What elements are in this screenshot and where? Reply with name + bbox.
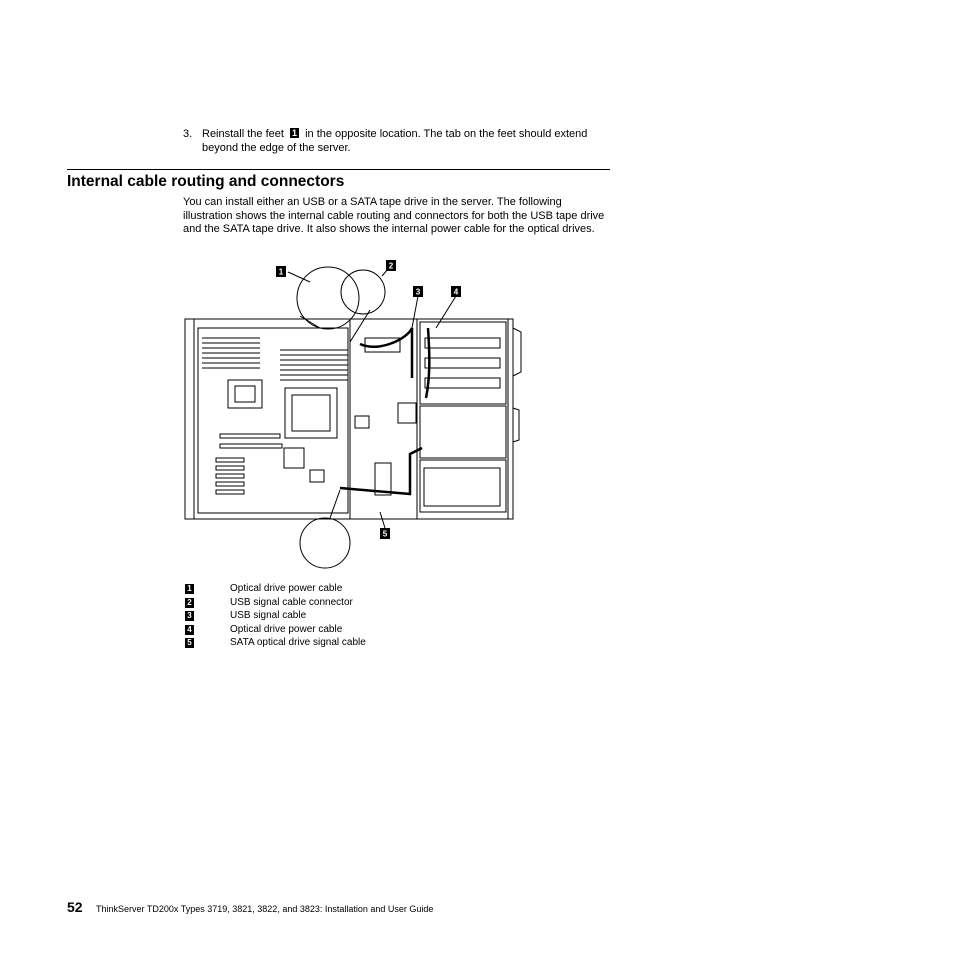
optical-power-cable	[424, 327, 431, 399]
legend-label: SATA optical drive signal cable	[230, 637, 366, 648]
cpu-socket-2	[284, 387, 338, 439]
page-footer: 52 ThinkServer TD200x Types 3719, 3821, …	[67, 899, 433, 917]
sata-signal-cable	[339, 446, 423, 496]
document-title: ThinkServer TD200x Types 3719, 3821, 382…	[96, 904, 434, 914]
motherboard	[197, 327, 349, 514]
chassis-outline	[184, 318, 514, 520]
step-3: 3. Reinstall the feet 1 in the opposite …	[183, 127, 613, 155]
callout-2: 2	[389, 262, 394, 271]
step-callout-badge: 1	[290, 128, 300, 138]
dimm-slots-right	[280, 349, 348, 381]
section-intro: You can install either an USB or a SATA …	[183, 196, 605, 236]
callout-4: 4	[454, 288, 459, 297]
legend-badge: 4	[185, 624, 194, 635]
section-rule	[67, 169, 610, 170]
step-text-before: Reinstall the feet	[202, 128, 284, 140]
legend-label: USB signal cable connector	[230, 596, 353, 608]
legend-label: USB signal cable	[230, 610, 307, 621]
optical-drive-bay	[419, 321, 507, 405]
callout-5: 5	[383, 530, 388, 539]
legend-badge: 5	[185, 638, 194, 648]
cpu-socket-1	[227, 379, 263, 409]
tape-drive-bay	[419, 459, 507, 513]
detail-circle-1	[296, 266, 360, 330]
legend-badge: 1	[185, 584, 194, 594]
detail-circle-5	[299, 517, 351, 569]
section-title: Internal cable routing and connectors	[67, 173, 345, 190]
legend-label: Optical drive power cable	[230, 583, 343, 594]
legend-badge: 3	[185, 611, 194, 621]
usb-signal-cable	[359, 327, 414, 378]
detail-circle-2	[340, 269, 386, 315]
step-number: 3.	[183, 128, 193, 140]
legend-badge: 2	[185, 597, 194, 608]
pci-slots	[215, 433, 283, 495]
callout-3: 3	[416, 288, 421, 297]
legend-label: Optical drive power cable	[230, 623, 343, 635]
figure-callouts: 1 2 3 4 5	[276, 260, 461, 539]
step-text-after: in the opposite location. The tab on the…	[202, 128, 588, 154]
page-number: 52	[67, 899, 83, 915]
cable-routing-illustration: 1 2 3 4 5	[184, 260, 522, 569]
callout-1: 1	[279, 268, 284, 277]
hard-drive-bay	[419, 405, 507, 459]
dimm-slots-left	[202, 337, 260, 369]
